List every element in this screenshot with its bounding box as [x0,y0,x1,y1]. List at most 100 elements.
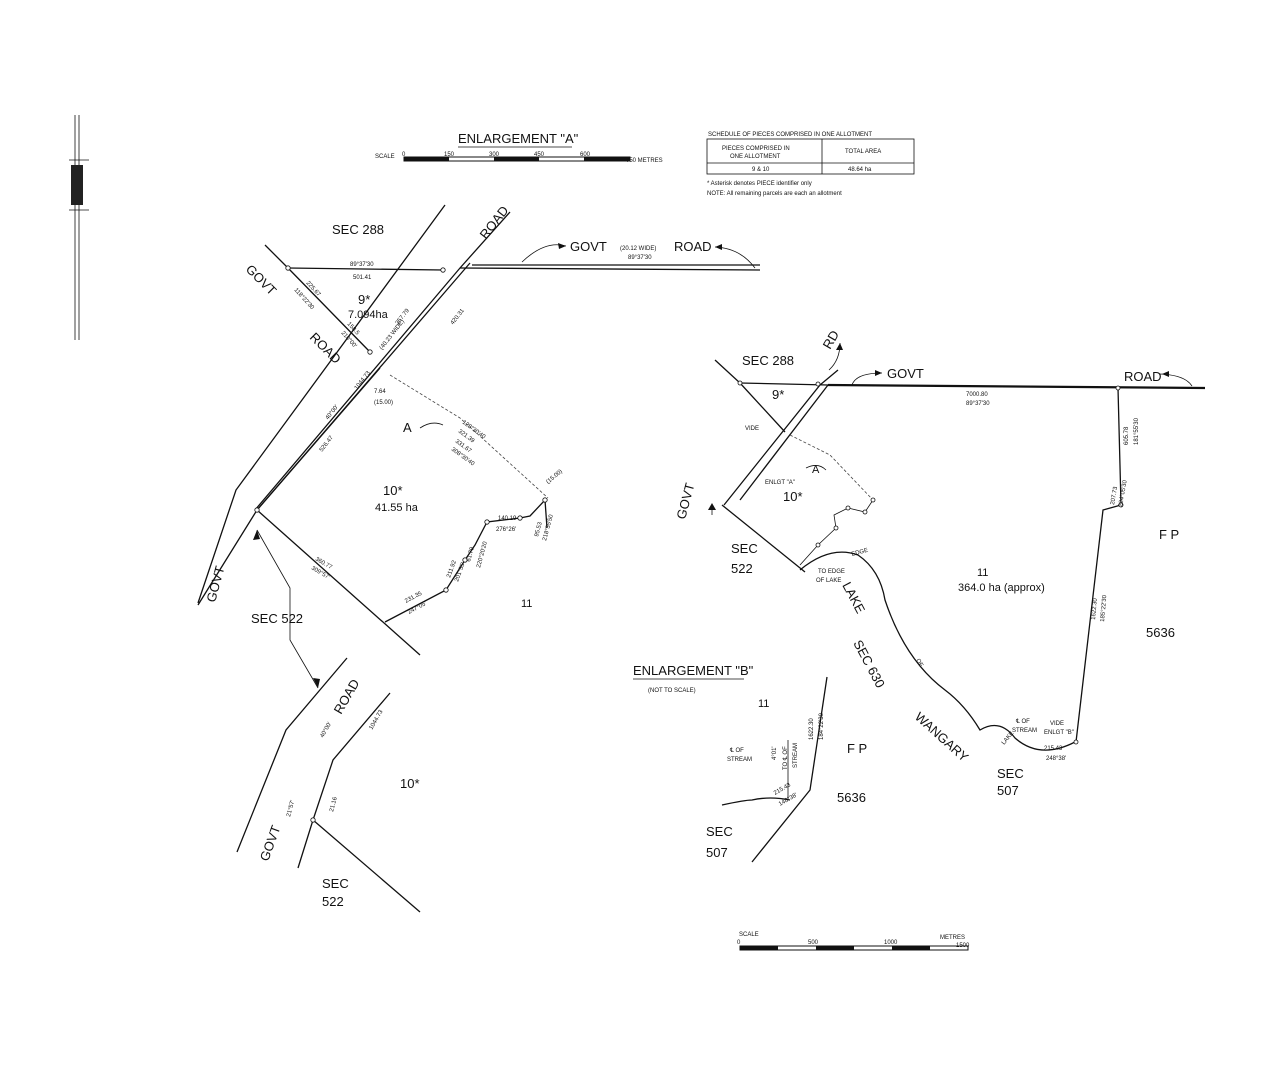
left-bearing-under-road: 89°37'30 [628,255,652,261]
left-label-a: A [403,420,412,435]
enlargement-b: ENLARGEMENT "B" (NOT TO SCALE) 11 ℄ OF S… [633,663,867,863]
right-fp: F P [1159,527,1179,542]
right-lake-small: LAKE [1001,731,1015,747]
right-govt: GOVT [887,366,924,381]
right-dist-top: 7000.80 [966,392,988,398]
scale-a-tick-3: 450 [534,152,545,158]
left-dist-diag1: 225.67 [305,280,322,298]
bottom-scale-tick-1: 500 [808,940,819,946]
schedule-table: SCHEDULE OF PIECES COMPRISED IN ONE ALLO… [706,132,915,197]
left-dist-1500: (15.00) [545,469,563,486]
enlargement-b-stream1: STREAM [727,757,752,763]
left-road-width: (20.12 WIDE) [620,246,656,252]
right-govt-left: GOVT [673,481,697,521]
enlargement-a-header: ENLARGEMENT "A" SCALE 0 150 300 450 600 … [375,131,663,164]
schedule-row-area: 48.64 ha [848,167,872,173]
lower-dist: 1044.73 [369,709,385,731]
enlargement-a-drawing: SEC 288 ROAD GOVT (20.12 WIDE) ROAD 89°3… [197,203,761,689]
enlargement-b-to-cl: TO ℄ OF [783,746,789,770]
right-piece10: 10* [783,489,803,504]
right-east-bearing1: 181°55'30 [1134,417,1140,445]
enlargement-b-dist: 1622.30 [809,718,815,740]
left-width-small: (15.00) [374,400,393,406]
left-sec288: SEC 288 [332,222,384,237]
right-sec288: SEC 288 [742,353,794,368]
right-stream: STREAM [1012,728,1037,734]
scale-a-tick-0: 0 [402,152,406,158]
lower-bearing: 40°00' [320,721,334,739]
enlargement-b-title: ENLARGEMENT "B" [633,663,754,678]
right-east-dist3: 1622.30 [1091,597,1099,620]
left-piece9-area: 7.094ha [348,309,389,321]
left-bnd4: 218°55'50 [542,513,555,541]
schedule-col1-header-2: ONE ALLOTMENT [730,154,781,160]
left-bnd3: 95.53 [534,521,544,538]
schedule-row-pieces: 9 & 10 [752,167,770,173]
enlargement-b-bearing: 184°22'30 [819,712,825,740]
left-bnd1: 140.19 [498,516,517,522]
right-to-edge-1: TO EDGE [818,569,845,575]
enlargement-b-stream2: STREAM [793,743,799,768]
left-dist-top: 501.41 [353,275,372,281]
right-to-edge-2: OF LAKE [816,578,841,584]
enlargement-b-bearing-stream: 4°01' [772,746,778,760]
left-bnd10: 247°05' [407,601,428,616]
left-dist-mid2: 526.47 [319,435,335,454]
enlargement-b-lot11: 11 [758,698,769,710]
bottom-scale: SCALE METRES 0 500 1000 1500 [737,932,970,951]
left-bnd7: 211.92 [446,559,458,579]
enlargement-b-stream-cl1: ℄ OF [729,748,744,754]
north-arrow-icon [69,115,89,340]
right-stream-cl: ℄ OF [1015,719,1030,725]
right-lot11: 11 [977,567,988,579]
right-edge: EDGE [851,548,869,558]
left-sec522: SEC 522 [251,611,303,626]
right-south-dist: 215.43 [1044,746,1063,752]
enlargement-b-sec507-1: SEC [706,824,733,839]
enlargement-b-fp: F P [847,741,867,756]
left-road-right: ROAD [674,239,712,254]
schedule-col1-header-1: PIECES COMPRISED IN [722,146,790,152]
bottom-scale-tick-2: 1000 [884,940,898,946]
lower-sec522-2: 522 [322,894,344,909]
enlargement-a-title: ENLARGEMENT "A" [458,131,579,146]
schedule-note-2: NOTE: All remaining parcels are each an … [707,191,842,197]
scale-a-tick-2: 300 [489,152,500,158]
enlargement-b-subtitle: (NOT TO SCALE) [648,688,696,694]
right-fp-num: 5636 [1146,625,1175,640]
schedule-note-1: * Asterisk denotes PIECE identifier only [707,181,812,187]
right-lake: LAKE [839,579,868,616]
left-lot11: 11 [521,598,532,610]
left-road-top: ROAD [477,203,512,242]
lower-sec522-1: SEC [322,876,349,891]
right-enlgt-a: ENLGT "A" [765,480,795,486]
left-govt-road-label: GOVT [570,239,607,254]
right-piece9: 9* [772,387,784,402]
bottom-scale-tick-3: 1500 [956,943,970,949]
enlargement-b-sec507-2: 507 [706,845,728,860]
bottom-scale-unit: METRES [940,935,965,941]
bottom-scale-tick-0: 0 [737,940,741,946]
scale-a-tick-1: 150 [444,152,455,158]
bottom-scale-label: SCALE [739,932,759,938]
left-bearing-top: 89°37'30 [350,262,374,268]
right-of: OF [914,658,924,669]
left-bnd2: 276°26' [496,527,516,533]
lower-road: ROAD [331,676,363,716]
scale-a-tick-5: 750 METRES [626,158,663,164]
right-vide2: VIDE [1050,721,1064,727]
lower-dist2: 21.16 [329,796,339,813]
left-dist-edge2: 420.31 [450,308,466,327]
right-east-dist1: 605.78 [1124,426,1130,445]
right-enlgt-b: ENLGT "B" [1044,730,1074,736]
right-sec507-2: 507 [997,783,1019,798]
right-label-a: A [812,464,820,476]
right-vide: VIDE [745,426,759,432]
left-dist-small: 7.64 [374,389,386,395]
lower-piece10: 10* [400,776,420,791]
schedule-col2-header: TOTAL AREA [845,149,881,155]
right-lot11-area: 364.0 ha (approx) [958,582,1045,594]
right-sec522-1: SEC [731,541,758,556]
left-govt-left: GOVT [243,262,280,299]
left-piece10: 10* [383,483,403,498]
